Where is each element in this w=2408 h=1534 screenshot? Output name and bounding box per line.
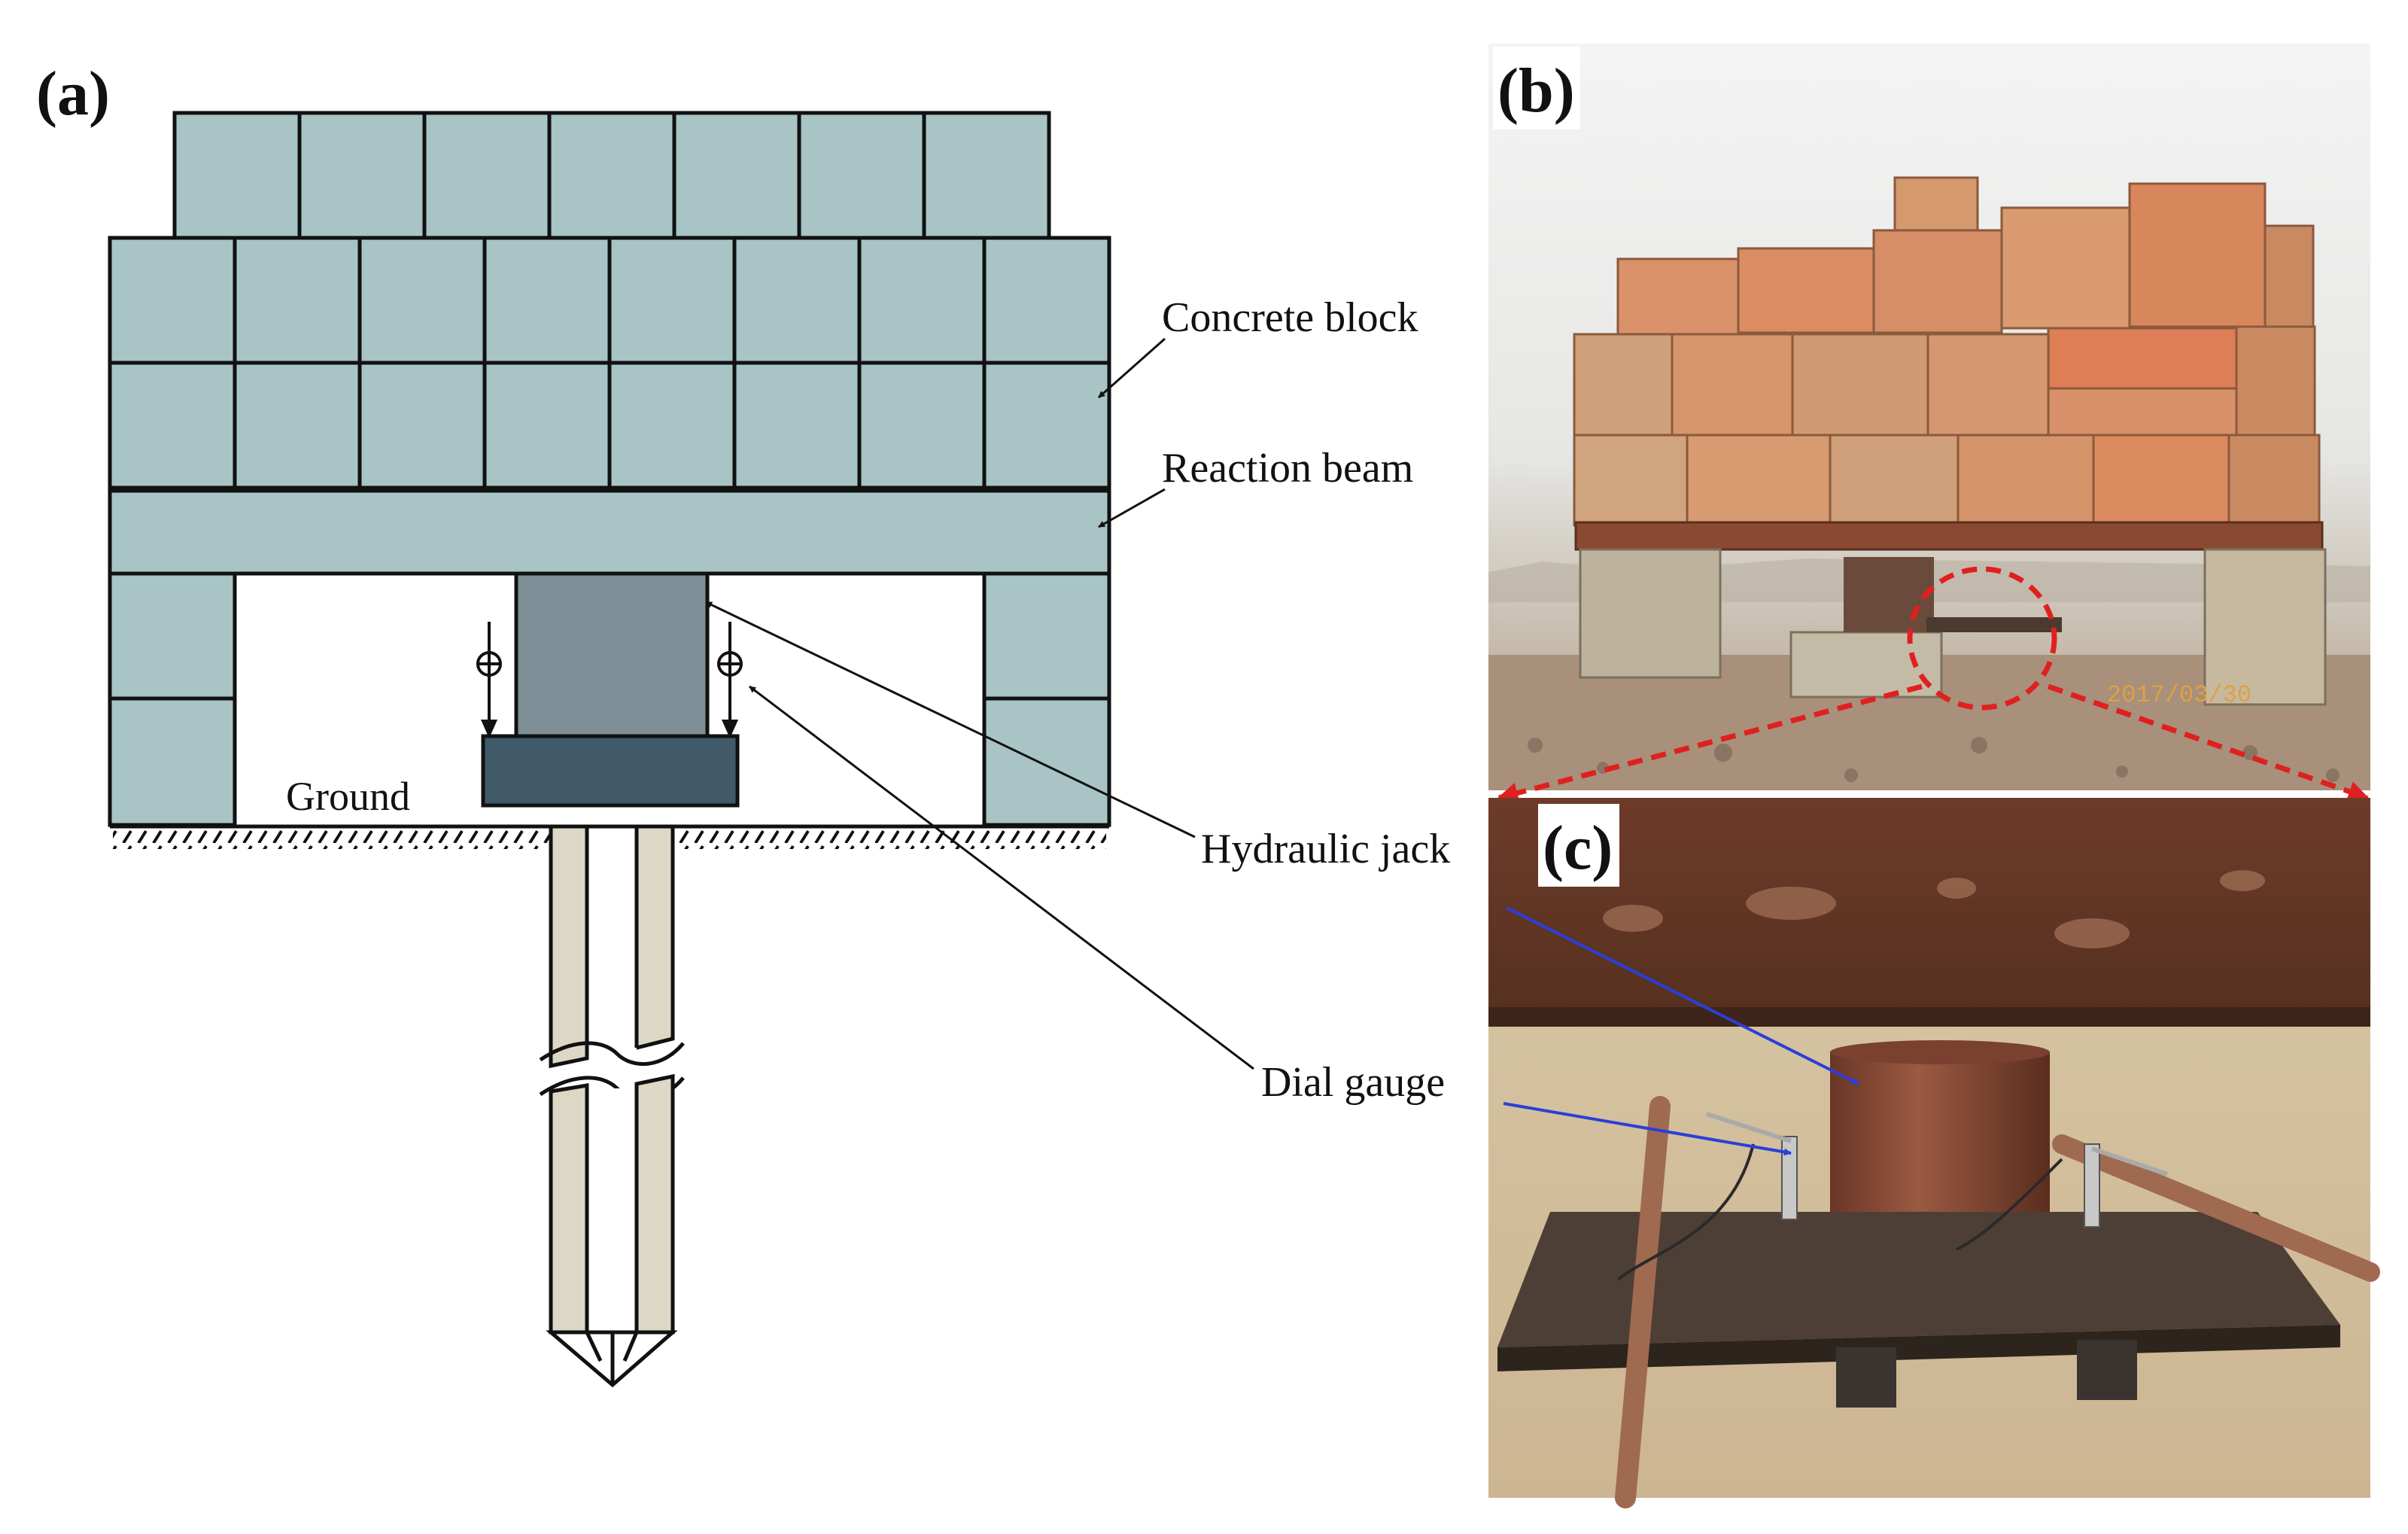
panel-b-photo: 2017/03/30 (b) (1488, 44, 2370, 790)
zoom-arrows (1497, 683, 2370, 804)
photo-leader-lines (1503, 906, 1859, 1156)
reaction-beam-photo (1574, 521, 2324, 551)
panel-c-label: (c) (1543, 813, 1613, 883)
dial-gauge-label: Dial gauge (1261, 1059, 1445, 1106)
panel-a-label: (a) (36, 59, 110, 129)
reaction-beam (108, 489, 1111, 576)
concrete-blocks-main-rows (108, 236, 1111, 490)
zoom-circle (1907, 566, 2057, 711)
ground-line (110, 824, 1109, 849)
hydraulic-jack-photo (1830, 1040, 2050, 1239)
dial-gauge-right (717, 622, 743, 738)
reference-bar-left (1615, 1096, 1671, 1508)
bearing-plate-photo (1497, 1212, 2340, 1347)
panel-c-photo: (c) (1488, 798, 2380, 1508)
test-pile (539, 824, 685, 1388)
concrete-blocks-top-row (172, 111, 1051, 240)
dial-gauge-left (476, 622, 502, 738)
hydraulic-jack-label: Hydraulic jack (1201, 826, 1450, 872)
reaction-beam-label: Reaction beam (1162, 445, 1413, 492)
dial-gauges-photo (1616, 1112, 2168, 1281)
photo-date-stamp: 2017/03/30 (2107, 681, 2251, 709)
schematic-leader-lines (705, 337, 1254, 1070)
support-pier-right (982, 571, 1111, 827)
hydraulic-jack (514, 571, 710, 738)
ground-label: Ground (286, 774, 410, 819)
bearing-plate (481, 734, 740, 808)
reference-bar-right (2052, 1134, 2380, 1282)
callout-labels: Concrete block Reaction beam Hydraulic j… (1162, 294, 1450, 1106)
support-pier-left (108, 571, 237, 827)
panel-b-label: (b) (1497, 56, 1575, 126)
panel-a-schematic: (a) (36, 59, 1111, 1388)
concrete-block-label: Concrete block (1162, 294, 1418, 341)
